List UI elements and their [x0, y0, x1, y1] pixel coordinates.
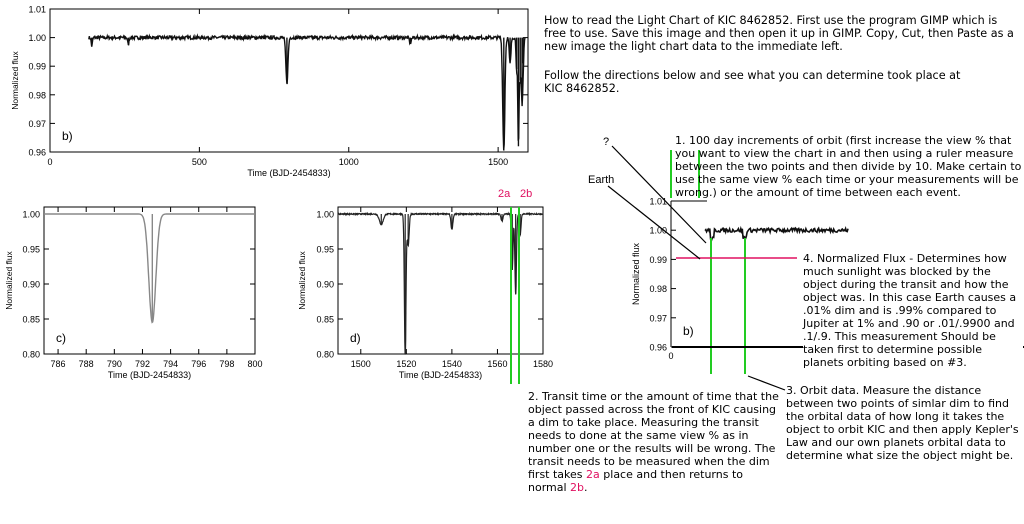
step2-main: 2. Transit time or the amount of time th…	[528, 390, 779, 481]
y-tick-label: 0.80	[22, 350, 40, 360]
x-tick-label: 1520	[396, 359, 416, 369]
y-tick-label: 1.00	[316, 210, 334, 220]
marker-2b-label: 2b	[520, 188, 532, 200]
step2-mid: place and then returns to normal	[528, 468, 743, 494]
flux-series-line	[44, 213, 255, 324]
y-tick-label: 1.00	[649, 226, 667, 236]
marker-2a-label: 2a	[498, 188, 511, 200]
x-tick-label: 0	[47, 157, 52, 167]
y-tick-label: 0.85	[22, 315, 40, 325]
flux-series-line	[337, 211, 544, 355]
flux-series-line	[704, 225, 849, 243]
y-tick-label: 0.80	[316, 350, 334, 360]
y-tick-label: 1.00	[28, 33, 46, 43]
step3-pointer	[747, 375, 786, 391]
x-tick-label: 1580	[533, 359, 553, 369]
step2-2b: 2b	[570, 481, 585, 494]
x-tick-label: 1000	[339, 157, 359, 167]
question-pointer	[611, 145, 707, 244]
y-tick-label: 0.98	[649, 284, 667, 294]
step1-text: 1. 100 day increments of orbit (first in…	[675, 134, 1022, 199]
panel-label: b)	[683, 324, 694, 338]
panel-label: b)	[62, 129, 73, 143]
x-tick-label: 1560	[487, 359, 507, 369]
earth-pointer	[607, 185, 701, 260]
x-tick-label: 1540	[442, 359, 462, 369]
panel-label: d)	[350, 331, 361, 345]
step2-end: .	[584, 481, 588, 494]
x-tick-label: 800	[247, 359, 262, 369]
step3-text: 3. Orbit data. Measure the distance betw…	[786, 384, 1019, 462]
plot-frame	[337, 206, 544, 355]
y-tick-label: 1.01	[649, 197, 667, 207]
x-tick-label: 792	[135, 359, 150, 369]
chart-panel-b: 0.96 0.97 0.98 0.99 1.00 1.01 0 500 1000 1500Time…	[10, 5, 529, 178]
plot-frame	[43, 206, 256, 355]
panel-label: c)	[56, 331, 66, 345]
y-tick-label: 0.97	[649, 313, 667, 323]
x-tick-label: 788	[79, 359, 94, 369]
x-axis-label: Time (BJD-2454833)	[399, 370, 482, 380]
y-axis-label: Normalized flux	[10, 50, 20, 109]
y-tick-label: 0.96	[649, 343, 667, 353]
x-tick-label: 790	[107, 359, 122, 369]
x-tick-label: 798	[219, 359, 234, 369]
x-tick-label: 500	[192, 157, 207, 167]
y-tick-label: 0.96	[28, 148, 46, 158]
y-tick-label: 1.01	[28, 5, 46, 15]
y-tick-label: 0.98	[28, 90, 46, 100]
question-mark-label: ?	[603, 136, 609, 148]
step4-text: 4. Normalized Flux - Determines how much…	[803, 252, 1023, 369]
y-tick-label: 1.00	[22, 210, 40, 220]
intro-text: How to read the Light Chart of KIC 84628…	[544, 14, 1014, 53]
y-tick-label: 0.90	[22, 280, 40, 290]
follow-text: Follow the directions below and see what…	[544, 69, 961, 95]
x-tick-label: 786	[51, 359, 66, 369]
y-tick-label: 0.95	[316, 245, 334, 255]
y-tick-label: 0.90	[316, 280, 334, 290]
y-tick-label: 0.99	[649, 255, 667, 265]
y-axis-label: Normalized flux	[4, 250, 14, 309]
x-axis-label: Time (BJD-2454833)	[108, 370, 191, 380]
x-axis-label: Time (BJD-2454833)	[247, 168, 330, 178]
x-tick-label: 0	[668, 351, 673, 361]
y-tick-label: 0.95	[22, 245, 40, 255]
earth-label: Earth	[588, 174, 614, 186]
y-tick-label: 0.97	[28, 119, 46, 129]
x-tick-label: 1500	[351, 359, 371, 369]
plot-frame	[49, 8, 529, 153]
y-axis-label: Normalized flux	[631, 242, 641, 305]
y-tick-label: 0.85	[316, 315, 334, 325]
x-tick-label: 796	[191, 359, 206, 369]
y-axis-label: Normalized flux	[297, 250, 307, 309]
step2-2a: 2a	[586, 468, 600, 481]
step2-text: 2. Transit time or the amount of time th…	[528, 390, 784, 494]
y-tick-label: 0.99	[28, 62, 46, 72]
x-tick-label: 794	[163, 359, 178, 369]
x-tick-label: 1500	[488, 157, 508, 167]
chart-panel-d: 0.80 0.85 0.90 0.95 1.00 1500 1520 1540 1560 1580…	[297, 206, 553, 380]
chart-panel-c: 0.80 0.85 0.90 0.95 1.00 786 788 790 792 794 796 79…	[4, 206, 263, 380]
flux-series-line	[88, 33, 526, 151]
